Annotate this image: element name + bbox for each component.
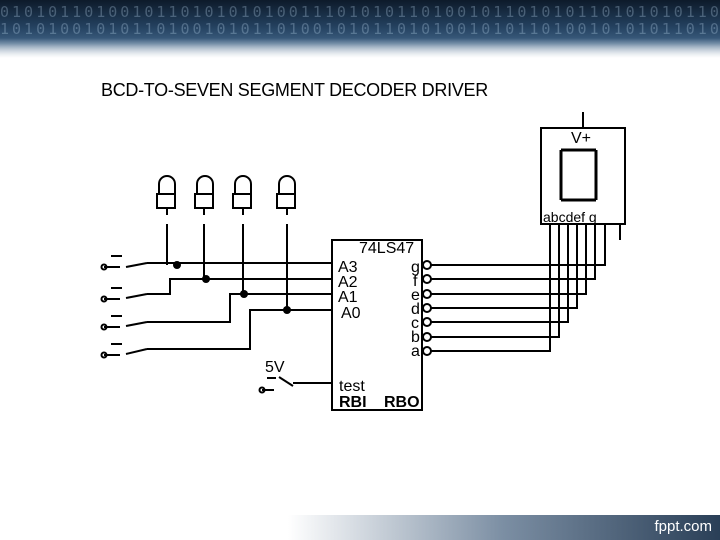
led-indicators bbox=[156, 175, 296, 310]
brand-logo: fppt.com bbox=[654, 518, 712, 535]
pin-a1-label: A1 bbox=[338, 289, 358, 306]
binary-pattern: 0101011010010110101010100111010101101001… bbox=[0, 3, 720, 38]
pin-d-label: d bbox=[411, 301, 420, 318]
vplus-label: V+ bbox=[571, 130, 591, 147]
voltage-label: 5V bbox=[265, 359, 285, 376]
pin-e-label: e bbox=[411, 287, 420, 304]
segment-pin-labels: abcdef g bbox=[543, 209, 597, 225]
seven-segment-display bbox=[540, 112, 626, 240]
decoder-chip bbox=[331, 239, 423, 411]
display-box bbox=[540, 127, 626, 225]
input-wires bbox=[147, 262, 332, 350]
header-banner: 0101011010010110101010100111010101101001… bbox=[0, 0, 720, 58]
wire-d bbox=[431, 240, 578, 309]
pin-b-label: b bbox=[411, 329, 420, 346]
pin-a-label: a bbox=[411, 343, 420, 360]
input-switches bbox=[100, 255, 148, 359]
display-pins bbox=[549, 224, 621, 240]
led-icon-1 bbox=[156, 175, 176, 265]
input-switch-2 bbox=[100, 287, 148, 303]
led-icon-3 bbox=[232, 175, 252, 294]
chip-input-labels: A3 A2 A1 A0 bbox=[338, 259, 361, 322]
wire-b bbox=[431, 240, 560, 338]
pin-d-bubble bbox=[422, 303, 432, 313]
test-pin-label: test bbox=[339, 378, 365, 395]
banner-fade bbox=[0, 38, 720, 58]
wire-a0 bbox=[147, 309, 332, 350]
footer-bar: fppt.com bbox=[0, 515, 720, 540]
chip-body bbox=[331, 239, 423, 411]
chip-part-label: 74LS47 bbox=[359, 240, 414, 257]
wire-g bbox=[431, 240, 606, 266]
pin-g-bubble bbox=[422, 260, 432, 270]
digit-eight-icon bbox=[559, 148, 598, 202]
input-switch-3 bbox=[100, 315, 148, 331]
pin-e-bubble bbox=[422, 289, 432, 299]
input-switch-4 bbox=[100, 343, 148, 359]
pin-a-bubble bbox=[422, 346, 432, 356]
wire-a bbox=[431, 240, 551, 352]
output-bus bbox=[422, 240, 606, 356]
wire-e bbox=[431, 240, 587, 295]
pin-b-bubble bbox=[422, 332, 432, 342]
wire-a2 bbox=[147, 278, 332, 295]
wire-f bbox=[431, 240, 596, 280]
pin-g-label: g bbox=[411, 259, 420, 276]
wire-a1 bbox=[147, 293, 332, 323]
chip-output-labels: g f e d c b a bbox=[411, 259, 420, 360]
slide-title: BCD-TO-SEVEN SEGMENT DECODER DRIVER bbox=[101, 80, 488, 100]
led-icon-2 bbox=[194, 175, 214, 279]
pin-a0-label: A0 bbox=[341, 305, 361, 322]
input-switch-1 bbox=[100, 255, 148, 271]
pin-f-label: f bbox=[413, 273, 418, 290]
pin-a3-label: A3 bbox=[338, 259, 358, 276]
wire-c bbox=[431, 240, 569, 323]
pin-f-bubble bbox=[422, 274, 432, 284]
led-icon-4 bbox=[276, 175, 296, 310]
pin-c-bubble bbox=[422, 317, 432, 327]
pin-c-label: c bbox=[411, 315, 419, 332]
junction-dots bbox=[173, 261, 291, 314]
rbo-pin-label: RBO bbox=[384, 394, 420, 411]
rbi-pin-label: RBI bbox=[339, 394, 367, 411]
pin-a2-label: A2 bbox=[338, 274, 358, 291]
test-switch bbox=[258, 376, 332, 394]
